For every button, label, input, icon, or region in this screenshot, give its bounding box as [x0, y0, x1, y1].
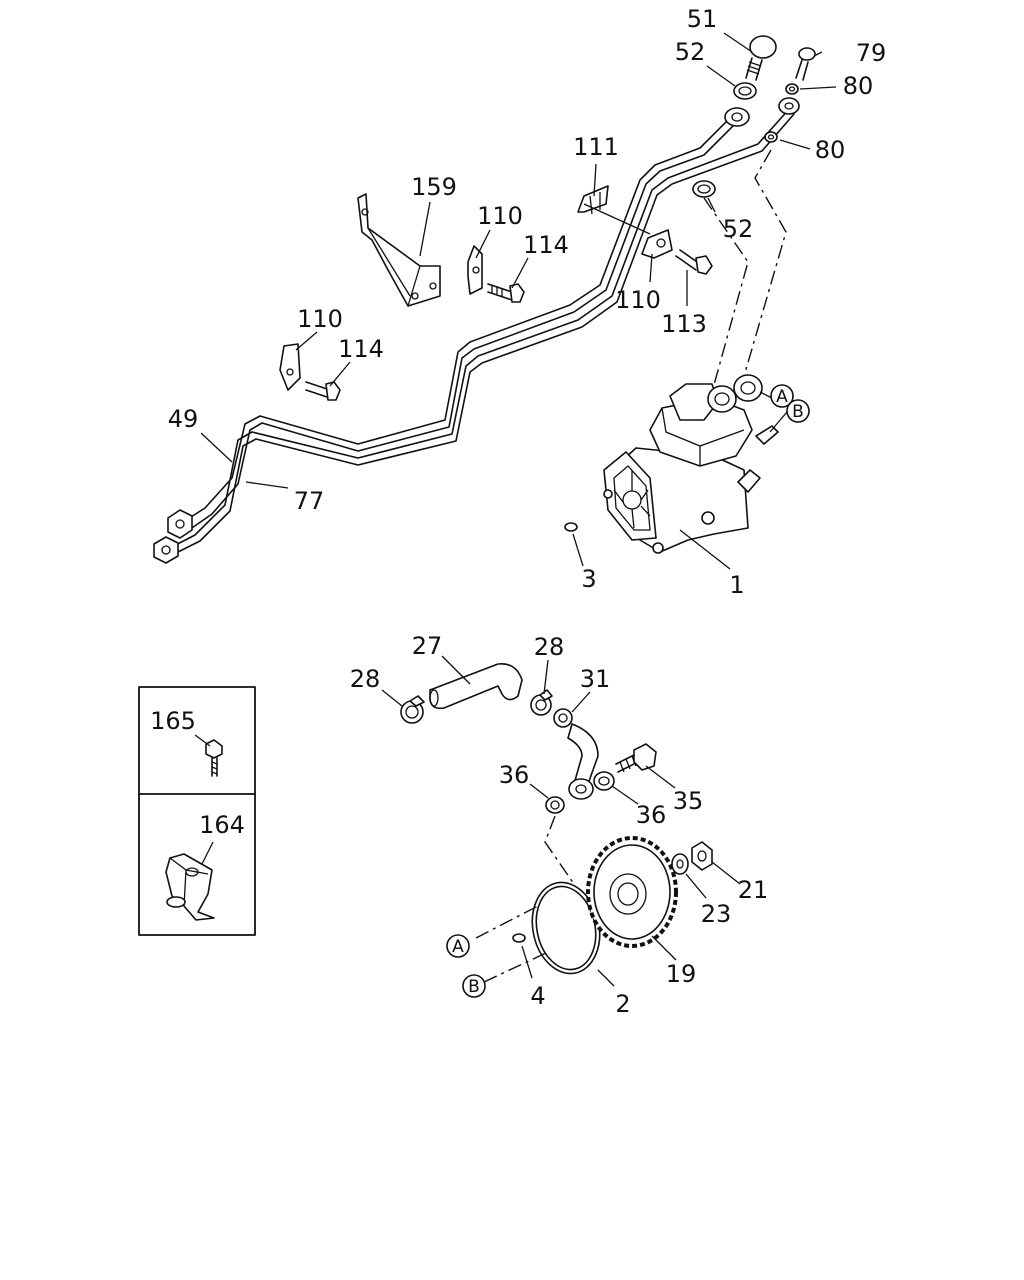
clip-110-upper [467, 245, 483, 295]
banjo-bolt-35 [615, 743, 657, 773]
callout-3: 3 [581, 565, 596, 593]
assembly-line-52 [703, 197, 749, 393]
assembly-line-a [475, 905, 539, 939]
callout-23: 23 [701, 900, 732, 928]
gear-19 [586, 836, 678, 948]
ref-b-upper-label: B [792, 402, 804, 422]
callout-164: 164 [199, 811, 245, 839]
bolt-165 [205, 739, 223, 777]
callout-52-lower: 52 [723, 215, 754, 243]
pipe-77-banjo-eye [778, 97, 800, 115]
callout-80-lower: 80 [815, 136, 846, 164]
bolt-114-upper [487, 283, 525, 303]
callout-114-lower: 114 [338, 335, 384, 363]
pipe-77 [165, 107, 795, 557]
ref-b-lower-label: B [468, 977, 480, 997]
clamp-28-right [530, 689, 553, 716]
callout-35: 35 [673, 787, 704, 815]
ref-a-upper: A [770, 384, 794, 408]
pin-4 [512, 933, 526, 943]
leader-lines [194, 32, 837, 987]
ref-a-upper-label: A [776, 387, 788, 407]
bracket-159 [357, 193, 441, 307]
callout-51: 51 [687, 5, 718, 33]
callout-110-middle: 110 [615, 286, 661, 314]
washer-80-lower [764, 131, 778, 143]
callout-113: 113 [661, 310, 707, 338]
pipe-31 [553, 708, 599, 800]
callout-79: 79 [856, 39, 887, 67]
ref-b-lower: B [462, 974, 486, 998]
bolt-113 [675, 249, 713, 275]
callout-28-right: 28 [534, 633, 565, 661]
callout-49: 49 [168, 405, 199, 433]
callout-28-left: 28 [350, 665, 381, 693]
clip-110-middle [641, 229, 673, 259]
callout-111: 111 [573, 133, 619, 161]
assembly-line-80 [739, 149, 787, 391]
bracket-164 [165, 853, 215, 921]
pipe-77-end-nut [153, 536, 179, 564]
washer-52-lower [692, 180, 716, 198]
ref-b-upper: B [786, 399, 810, 423]
callout-labels: 51 52 79 80 80 52 111 159 110 114 110 11… [150, 5, 886, 1018]
callout-1: 1 [729, 571, 744, 599]
pipe-49 [179, 117, 736, 533]
callout-36-left: 36 [499, 761, 530, 789]
callout-19: 19 [666, 960, 697, 988]
washer-36-right [593, 771, 615, 791]
callout-110-lower: 110 [297, 305, 343, 333]
clip-111 [577, 185, 609, 215]
callout-52-top: 52 [675, 38, 706, 66]
callout-77: 77 [294, 487, 325, 515]
callout-21: 21 [738, 876, 769, 904]
callout-110-upper: 110 [477, 202, 523, 230]
clip-110-lower [279, 343, 301, 391]
washer-52-top [733, 82, 757, 100]
clamp-28-left [400, 695, 425, 724]
callout-114-upper: 114 [523, 231, 569, 259]
washer-80-top [785, 83, 799, 95]
inset-panel [138, 686, 256, 936]
assembly-line-36 [544, 815, 575, 885]
washer-23 [671, 853, 689, 875]
assembly-line-b [483, 951, 549, 983]
callout-165: 165 [150, 707, 196, 735]
hose-27 [429, 663, 523, 710]
banjo-bolt-51 [745, 35, 777, 81]
callout-80-top: 80 [843, 72, 874, 100]
ref-a-lower: A [446, 934, 470, 958]
callout-4: 4 [530, 982, 545, 1010]
callout-27: 27 [412, 632, 443, 660]
bolt-79 [795, 47, 816, 81]
callout-31: 31 [580, 665, 611, 693]
pipe-49-end-nut [167, 509, 193, 539]
ref-a-lower-label: A [452, 937, 464, 957]
washer-36-left [545, 796, 565, 814]
bolt-114-lower [305, 381, 341, 401]
nut-21 [691, 841, 713, 871]
pin-3 [564, 522, 578, 532]
callout-2: 2 [615, 990, 630, 1018]
callout-159: 159 [411, 173, 457, 201]
pipe-49-banjo-eye [724, 107, 750, 127]
air-compressor-1 [603, 374, 779, 554]
callout-36-right: 36 [636, 801, 667, 829]
